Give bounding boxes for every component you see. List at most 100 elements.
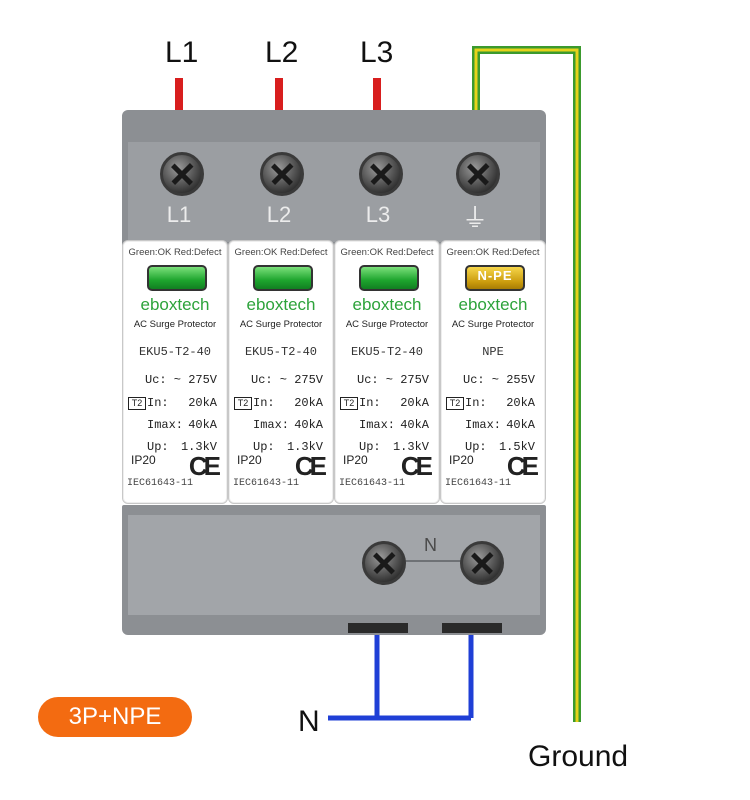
imax-value: 40kA [506, 418, 535, 432]
product-type: AC Surge Protector [133, 319, 217, 330]
up-value: 1.3kV [180, 440, 217, 454]
uc-value: 275V [400, 373, 429, 387]
top-terminal-block: L1 L2 L3 ⏚ [122, 110, 546, 250]
phase-label-l3: L3 [360, 36, 394, 69]
imax-label: Imax: [359, 418, 396, 432]
bottom-terminal-block: N [122, 505, 546, 635]
ce-mark-icon: CE [294, 451, 327, 481]
model-number: NPE [482, 345, 504, 359]
in-label: In: [253, 396, 275, 410]
terminal-screw-n1[interactable] [362, 541, 406, 585]
imax-label: Imax: [465, 418, 502, 432]
class-badge: T2 [128, 397, 146, 410]
din-clip-left [348, 623, 408, 633]
uc-value: 275V [188, 373, 217, 387]
neutral-wire-label: N [298, 705, 320, 738]
ip-rating: IP20 [131, 453, 156, 467]
up-label: Up: [359, 440, 381, 454]
terminal-screw-l2[interactable] [260, 152, 304, 196]
up-value: 1.3kV [286, 440, 323, 454]
neutral-wire [328, 632, 474, 721]
ce-mark-icon: CE [188, 451, 221, 481]
standard-code: IEC61643-11 [339, 478, 406, 489]
surge-protector-device: L1 L2 L3 ⏚ N Green:OK Red:Defect eboxtec… [122, 110, 546, 640]
status-legend: Green:OK Red:Defect [340, 247, 434, 258]
imax-value: 40kA [188, 418, 217, 432]
phase-label-l2: L2 [265, 36, 299, 69]
product-type: AC Surge Protector [345, 319, 429, 330]
ground-wire-label: Ground [528, 740, 629, 773]
brand-logo: eboxtech [458, 295, 528, 314]
terminal-screw-n2[interactable] [460, 541, 504, 585]
in-label: In: [147, 396, 169, 410]
uc-value: 255V [506, 373, 535, 387]
standard-code: IEC61643-11 [233, 478, 300, 489]
imax-label: Imax: [253, 418, 290, 432]
uc-label: Uc: ~ [251, 373, 288, 387]
standard-code: IEC61643-11 [127, 478, 194, 489]
uc-label: Uc: ~ [145, 373, 182, 387]
terminal-screw-l1[interactable] [160, 152, 204, 196]
up-value: 1.5kV [498, 440, 535, 454]
terminal-label-l1: L1 [166, 202, 192, 227]
up-label: Up: [253, 440, 275, 454]
ground-wire-stripe [474, 48, 579, 722]
uc-label: Uc: ~ [463, 373, 500, 387]
ip-rating: IP20 [237, 453, 262, 467]
ground-symbol-icon: ⏚ [461, 203, 488, 233]
indicator-text: N-PE [477, 268, 513, 283]
in-value: 20kA [294, 396, 323, 410]
brand-logo: eboxtech [352, 295, 422, 314]
protection-module-npe[interactable]: Green:OK Red:Defect N-PE eboxtech AC Sur… [440, 240, 546, 504]
protection-module-l1[interactable]: Green:OK Red:Defect eboxtech AC Surge Pr… [122, 240, 228, 504]
up-value: 1.3kV [392, 440, 429, 454]
model-number: EKU5-T2-40 [138, 345, 211, 359]
phase-label-l1: L1 [165, 36, 199, 69]
status-legend: Green:OK Red:Defect [234, 247, 328, 258]
brand-logo: eboxtech [246, 295, 316, 314]
bottom-terminal-label: N [424, 535, 437, 555]
class-badge: T2 [234, 397, 252, 410]
status-legend: Green:OK Red:Defect [128, 247, 222, 258]
in-value: 20kA [400, 396, 429, 410]
product-type: AC Surge Protector [451, 319, 535, 330]
terminal-label-l3: L3 [365, 202, 391, 227]
product-type: AC Surge Protector [239, 319, 323, 330]
in-value: 20kA [506, 396, 535, 410]
brand-logo: eboxtech [140, 295, 210, 314]
imax-label: Imax: [147, 418, 184, 432]
status-indicator-window: N-PE [465, 265, 525, 291]
model-number: EKU5-T2-40 [350, 345, 423, 359]
ce-mark-icon: CE [400, 451, 433, 481]
status-indicator-window [147, 265, 207, 291]
up-label: Up: [465, 440, 487, 454]
in-label: In: [465, 396, 487, 410]
protection-module-l3[interactable]: Green:OK Red:Defect eboxtech AC Surge Pr… [334, 240, 440, 504]
protection-module-l2[interactable]: Green:OK Red:Defect eboxtech AC Surge Pr… [228, 240, 334, 504]
uc-value: 275V [294, 373, 323, 387]
din-clip-right [442, 623, 502, 633]
in-value: 20kA [188, 396, 217, 410]
phase-wire-l2 [275, 78, 283, 118]
class-badge: T2 [446, 397, 464, 410]
model-number: EKU5-T2-40 [244, 345, 317, 359]
up-label: Up: [147, 440, 169, 454]
imax-value: 40kA [294, 418, 323, 432]
standard-code: IEC61643-11 [445, 478, 512, 489]
ce-mark-icon: CE [506, 451, 539, 481]
ip-rating: IP20 [449, 453, 474, 467]
configuration-badge: 3P+NPE [38, 697, 192, 737]
status-indicator-window [253, 265, 313, 291]
in-label: In: [359, 396, 381, 410]
terminal-label-l2: L2 [266, 202, 292, 227]
status-indicator-window [359, 265, 419, 291]
status-legend: Green:OK Red:Defect [446, 247, 540, 258]
class-badge: T2 [340, 397, 358, 410]
ip-rating: IP20 [343, 453, 368, 467]
terminal-screw-l3[interactable] [359, 152, 403, 196]
imax-value: 40kA [400, 418, 429, 432]
terminal-screw-ground[interactable] [456, 152, 500, 196]
neutral-link-bar [382, 560, 482, 562]
phase-wire-l1 [175, 78, 183, 118]
